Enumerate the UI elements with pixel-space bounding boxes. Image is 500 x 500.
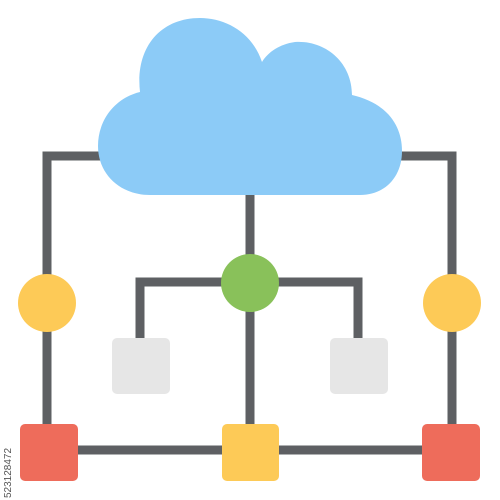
right-inner-node <box>330 338 388 394</box>
left-branch-line <box>135 277 250 345</box>
right-connector-line <box>390 151 457 450</box>
left-side-node <box>18 274 76 332</box>
left-connector-line <box>42 151 110 450</box>
bottom-center-node <box>222 424 279 481</box>
stock-id-label: 523128472 <box>3 447 14 498</box>
right-side-node <box>423 274 481 332</box>
cloud-shape <box>98 18 402 195</box>
right-branch-line <box>250 277 363 345</box>
hub-node <box>221 254 279 312</box>
bottom-left-node <box>20 424 78 481</box>
left-inner-node <box>112 338 170 394</box>
bottom-right-node <box>422 424 480 481</box>
